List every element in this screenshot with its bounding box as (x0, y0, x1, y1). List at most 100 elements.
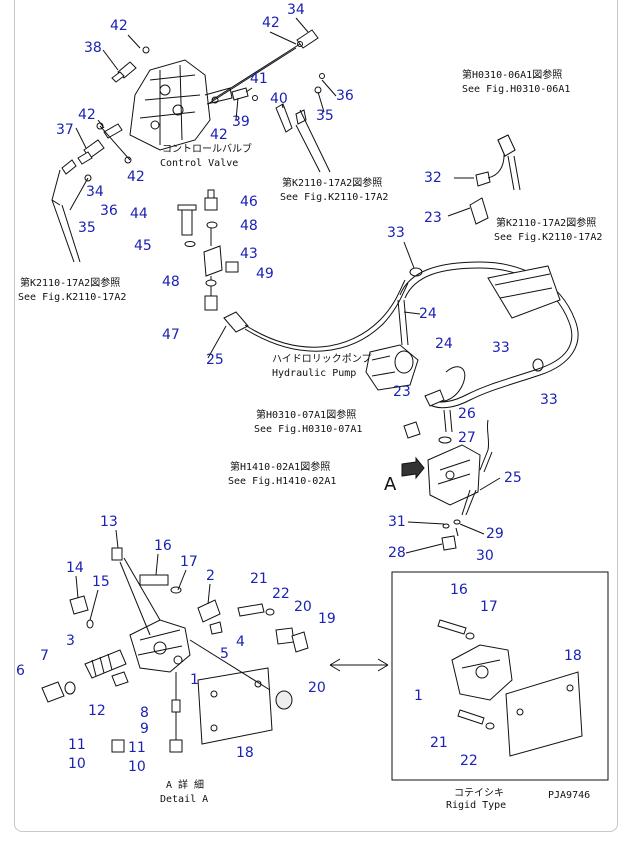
callout-44: 44 (130, 206, 148, 222)
callout-20b: 20 (308, 680, 326, 696)
rigid-type-label-en: Rigid Type (446, 800, 506, 811)
rigid-type-label-jp: コテイシキ (454, 788, 504, 799)
callout-3: 3 (66, 633, 75, 649)
rigid-type-box (391, 571, 609, 781)
drawing-code: PJA9746 (548, 790, 590, 801)
callout-33c: 33 (540, 392, 558, 408)
callout-33a: 33 (387, 225, 405, 241)
callout-8: 8 (140, 705, 149, 721)
callout-30: 30 (476, 548, 494, 564)
callout-7: 7 (40, 648, 49, 664)
ref-h0310-07-en: See Fig.H0310-07A1 (254, 424, 362, 435)
detail-a-marker: A (384, 474, 397, 495)
ref-h0310-06-jp: 第H0310-06A1図参照 (462, 68, 562, 81)
callout-42b: 42 (262, 15, 280, 31)
ref-k2110-left-jp: 第K2110-17A2図参照 (20, 276, 120, 289)
valve-fittings (77, 29, 325, 182)
callout-34b: 34 (86, 184, 104, 200)
callout-41: 41 (250, 71, 268, 87)
callout-32: 32 (424, 170, 442, 186)
callout-9: 9 (140, 721, 149, 737)
callout-numbers: 42 42 34 38 41 36 40 42 39 35 37 42 42 3… (16, 2, 582, 775)
callout-24a: 24 (419, 306, 437, 322)
callout-21a: 21 (250, 571, 268, 587)
callout-23b: 23 (393, 384, 411, 400)
ref-k2110-mid-jp: 第K2110-17A2図参照 (282, 176, 382, 189)
ref-h0310-07-jp: 第H0310-07A1図参照 (256, 408, 356, 421)
callout-11b: 11 (128, 740, 146, 756)
callout-17a: 17 (180, 554, 198, 570)
ref-h1410-en: See Fig.H1410-02A1 (228, 476, 336, 487)
control-valve-label-jp: コントロールバルブ (162, 142, 252, 155)
callout-25b: 25 (504, 470, 522, 486)
callout-39: 39 (232, 114, 250, 130)
callout-24b: 24 (435, 336, 453, 352)
callout-26: 26 (458, 406, 476, 422)
callout-6: 6 (16, 663, 25, 679)
comparison-arrow (329, 658, 389, 672)
hydraulic-pump-drawing (365, 344, 419, 391)
hydraulic-pump-label-en: Hydraulic Pump (272, 368, 356, 379)
callout-10a: 10 (68, 756, 86, 772)
callout-35b: 35 (78, 220, 96, 236)
page-border (14, 0, 618, 832)
callout-21b: 21 (430, 735, 448, 751)
callout-18b: 18 (564, 648, 582, 664)
control-valve-label-en: Control Valve (160, 158, 238, 169)
hydraulic-pump-label-jp: ハイドロリックポンプ (272, 353, 372, 365)
callout-23a: 23 (424, 210, 442, 226)
detail-a-label-en: Detail A (160, 794, 208, 805)
callout-16a: 16 (154, 538, 172, 554)
callout-2: 2 (206, 568, 215, 584)
callout-48b: 48 (162, 274, 180, 290)
ref-k2110-right-jp: 第K2110-17A2図参照 (496, 216, 596, 229)
callout-42e: 42 (127, 169, 145, 185)
callout-31: 31 (388, 514, 406, 530)
callout-27: 27 (458, 430, 476, 446)
callout-22a: 22 (272, 586, 290, 602)
callout-47: 47 (162, 327, 180, 343)
ref-k2110-mid-en: See Fig.K2110-17A2 (280, 192, 388, 203)
callout-16b: 16 (450, 582, 468, 598)
callout-29: 29 (486, 526, 504, 542)
callout-17b: 17 (480, 599, 498, 615)
callout-36b: 36 (100, 203, 118, 219)
callout-12: 12 (88, 703, 106, 719)
callout-49: 49 (256, 266, 274, 282)
ref-k2110-left-en: See Fig.K2110-17A2 (18, 292, 126, 303)
callout-38: 38 (84, 40, 102, 56)
callout-25a: 25 (206, 352, 224, 368)
callout-28: 28 (388, 545, 406, 561)
callout-33b: 33 (492, 340, 510, 356)
detail-a-label-jp: A 詳 細 (166, 778, 204, 791)
callout-11a: 11 (68, 737, 86, 753)
callout-15: 15 (92, 574, 110, 590)
callout-36a: 36 (336, 88, 354, 104)
harness-clamps (409, 267, 544, 372)
ref-k2110-right-en: See Fig.K2110-17A2 (494, 232, 602, 243)
leader-lines (75, 17, 501, 621)
valve-block-a-drawing (401, 419, 493, 516)
detail-a-drawing (41, 547, 309, 753)
callout-19: 19 (318, 611, 336, 627)
callout-35a: 35 (316, 108, 334, 124)
callout-42d: 42 (210, 127, 228, 143)
callout-34a: 34 (287, 2, 305, 18)
callout-40: 40 (270, 91, 288, 107)
callout-37: 37 (56, 122, 74, 138)
callout-13: 13 (100, 514, 118, 530)
callout-10b: 10 (128, 759, 146, 775)
callout-1a: 1 (190, 672, 199, 688)
ref-h1410-jp: 第H1410-02A1図参照 (230, 460, 330, 473)
callout-43: 43 (240, 246, 258, 262)
text-notes: コントロールバルブ Control Valve 第K2110-17A2図参照 S… (18, 68, 602, 811)
bracket-clamp-parts (177, 189, 239, 311)
callout-48a: 48 (240, 218, 258, 234)
callout-14: 14 (66, 560, 84, 576)
callout-42a: 42 (110, 18, 128, 34)
control-valve-drawing (129, 59, 233, 151)
callout-5: 5 (220, 646, 229, 662)
callout-18a: 18 (236, 745, 254, 761)
